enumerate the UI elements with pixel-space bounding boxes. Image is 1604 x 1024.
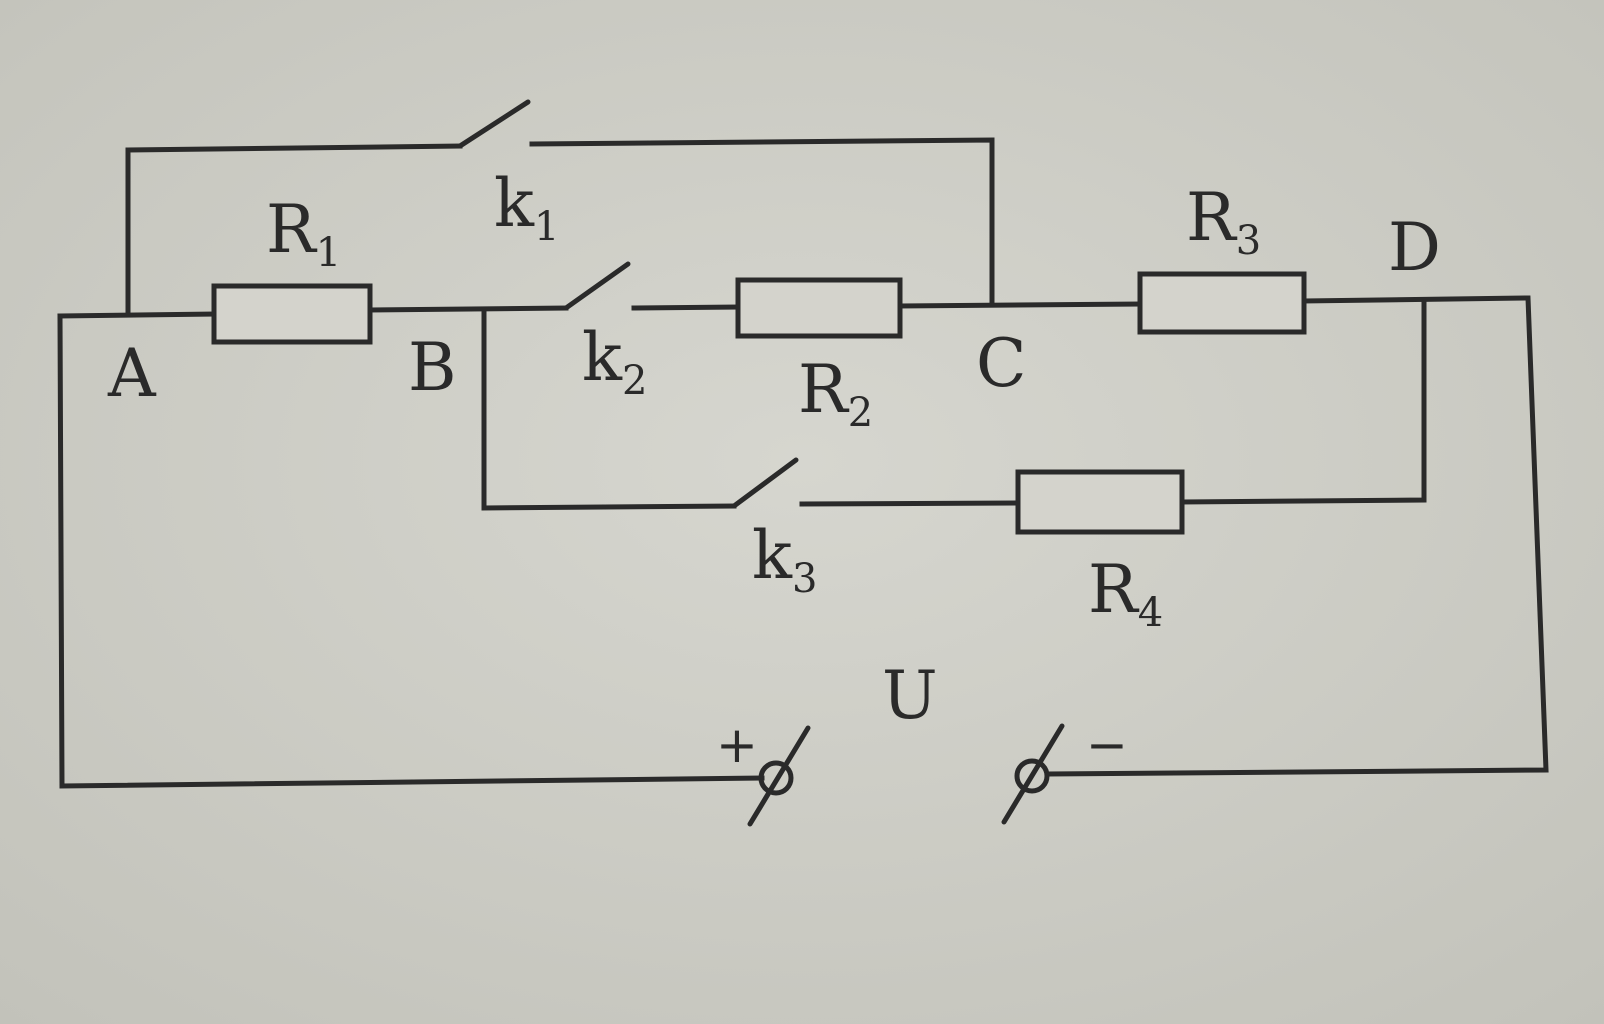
wire-r4-d	[1179, 297, 1427, 505]
switch-k2-blade	[563, 261, 631, 311]
label-source-u: U	[882, 657, 938, 734]
label-r4: R4	[1088, 551, 1163, 636]
wire-r1-b	[367, 305, 569, 313]
label-k1: k1	[494, 165, 559, 250]
wire-left-to-battery	[57, 313, 765, 789]
label-source-plus: +	[716, 716, 758, 774]
label-r3: R3	[1186, 179, 1261, 264]
wire-k2-r2	[631, 304, 741, 311]
switch-k3-blade	[731, 457, 799, 509]
label-node-c: C	[976, 325, 1027, 402]
label-node-a: A	[107, 335, 157, 412]
label-node-d: D	[1388, 209, 1441, 286]
terminal-minus	[1014, 758, 1050, 794]
terminal-minus-stroke	[1001, 723, 1065, 825]
terminal-plus	[758, 760, 794, 796]
wire-r2-c	[897, 301, 1143, 309]
label-r2: R2	[798, 351, 873, 436]
resistor-r1	[211, 283, 373, 345]
label-source-minus: −	[1086, 716, 1128, 774]
wire-k1-left	[125, 143, 463, 315]
label-k2: k2	[582, 319, 647, 404]
label-r1: R1	[266, 191, 341, 276]
label-node-b: B	[408, 329, 457, 406]
wire-r3-d-right	[1047, 295, 1549, 777]
wire-a-r1	[57, 311, 217, 319]
resistor-r3	[1137, 271, 1307, 335]
switch-k1-blade	[457, 99, 531, 149]
terminal-plus-stroke	[747, 725, 811, 827]
wire-k3-r4	[799, 500, 1021, 507]
resistor-r2	[735, 277, 903, 339]
wire-b-k3	[481, 307, 737, 511]
wire-k1-right	[529, 137, 995, 307]
label-k3: k3	[752, 517, 817, 602]
resistor-r4	[1015, 469, 1185, 535]
